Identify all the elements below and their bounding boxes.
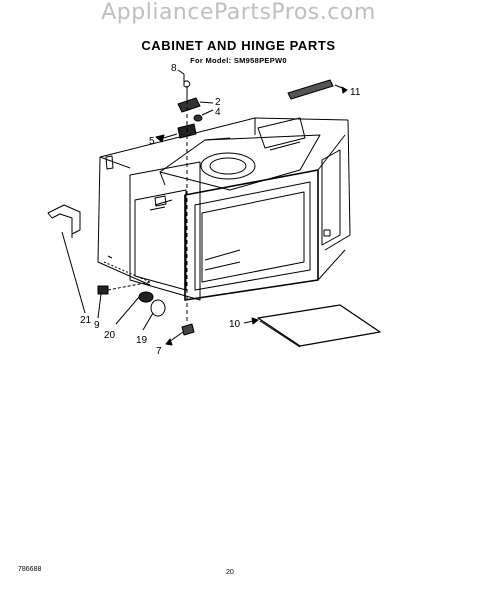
callout-5: 5 (149, 136, 155, 147)
top-housing (159, 117, 321, 191)
front-frame (184, 134, 346, 301)
part-21-bracket (47, 204, 86, 314)
site-watermark: AppliancePartsPros.com (101, 0, 376, 25)
callout-21: 21 (80, 315, 92, 326)
callout-2: 2 (215, 97, 221, 108)
document-number: 786688 (18, 566, 42, 573)
part-19-lamp (142, 299, 166, 331)
leader-8 (177, 69, 185, 75)
callout-8: 8 (171, 63, 177, 74)
part-20-socket (115, 291, 154, 325)
callout-9: 9 (94, 320, 100, 331)
part-2-hinge (177, 97, 214, 113)
callout-10: 10 (229, 319, 241, 330)
part-11-rod (287, 79, 348, 100)
part-9-screw (97, 281, 151, 319)
page-number: 20 (226, 569, 234, 576)
oven-cavity (129, 161, 201, 301)
part-10-plate (243, 304, 381, 348)
cabinet-wrapper (97, 117, 351, 286)
part-4-bushing (193, 109, 214, 122)
callout-11: 11 (350, 87, 361, 98)
part-8-pin (183, 74, 191, 100)
callout-7: 7 (156, 346, 162, 357)
callout-20: 20 (104, 330, 116, 341)
part-7-latch (165, 323, 195, 346)
callout-4: 4 (215, 107, 221, 118)
callout-19: 19 (136, 335, 148, 346)
diagram-title: CABINET AND HINGE PARTS (141, 38, 336, 53)
model-line: For Model: SM958PEPW0 (190, 56, 287, 65)
part-5-grille (155, 123, 197, 143)
